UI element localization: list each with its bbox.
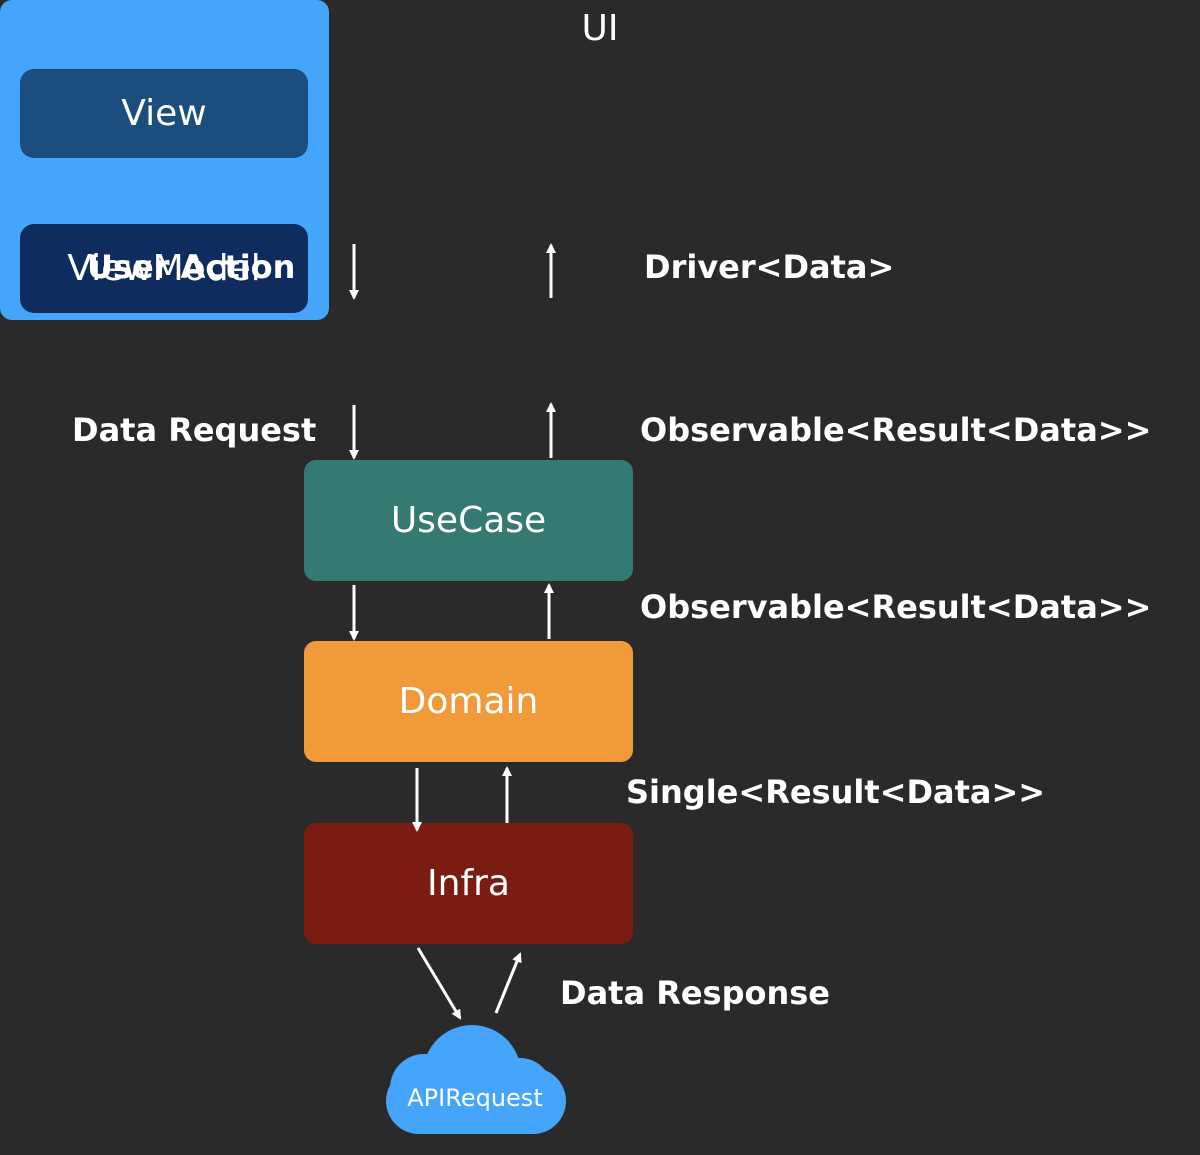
data-request-label: Data Request xyxy=(72,411,317,449)
ui-layer: UI View ViewModel xyxy=(0,0,618,320)
driver-label: Driver<Data> xyxy=(644,248,895,286)
api-request-label: APIRequest xyxy=(407,1084,543,1112)
view-layer: View xyxy=(20,69,308,158)
domain-layer: Domain xyxy=(304,641,633,762)
infra-output-label: Single<Result<Data>> xyxy=(626,773,1046,811)
user-action-label: User Action xyxy=(87,248,296,286)
api-to-infra-arrow xyxy=(494,952,522,1014)
infra-to-api-arrow xyxy=(416,947,462,1020)
api-cloud-icon xyxy=(386,1025,566,1134)
data-response-label: Data Response xyxy=(560,974,830,1012)
viewmodel-layer: ViewModel xyxy=(20,224,308,313)
domain-output-label: Observable<Result<Data>> xyxy=(640,588,1152,626)
ui-layer-title: UI xyxy=(581,8,619,49)
usecase-layer: UseCase xyxy=(304,460,633,581)
infra-layer: Infra xyxy=(304,823,633,944)
usecase-output-label: Observable<Result<Data>> xyxy=(640,411,1152,449)
